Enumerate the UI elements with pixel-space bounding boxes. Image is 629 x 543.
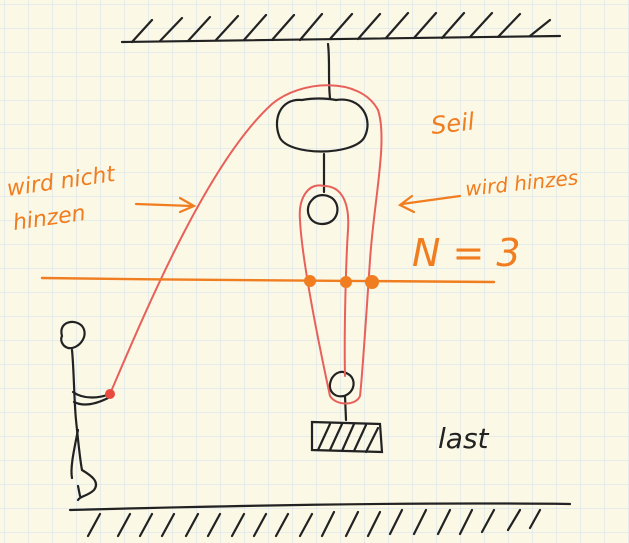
- cut-line: [40, 276, 496, 284]
- lower-pulley-icon: [328, 370, 355, 422]
- cut-dot: [340, 276, 352, 288]
- moving-pulley-icon: [306, 194, 339, 226]
- count-label: N = 3: [412, 231, 521, 275]
- load-label: last: [438, 422, 490, 455]
- hand-dot: [105, 389, 115, 399]
- floor-icon: [68, 502, 572, 538]
- arrow-right-icon: [134, 196, 197, 214]
- person-icon: [60, 320, 112, 502]
- cut-dot: [304, 275, 316, 287]
- arrow-left-icon: [397, 194, 462, 214]
- load-icon: [310, 420, 384, 454]
- ceiling-icon: [120, 11, 562, 44]
- rope-icon: [109, 84, 383, 405]
- rope-label: Seil: [430, 108, 476, 140]
- cut-dot: [365, 275, 379, 289]
